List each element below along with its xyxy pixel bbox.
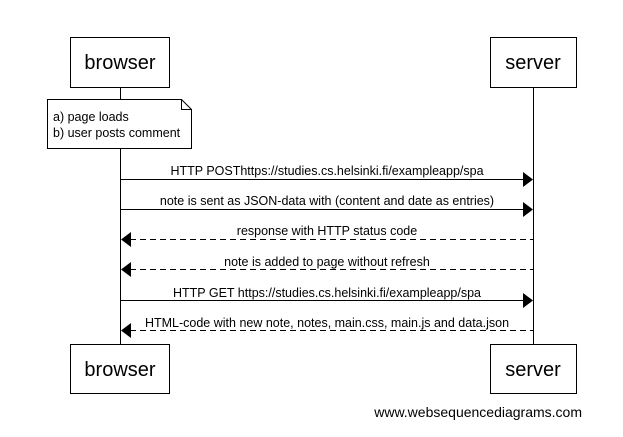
note-line: a) page loads: [53, 110, 129, 124]
message-label: response with HTTP status code: [237, 224, 417, 238]
participant-browser-top: browser: [70, 37, 170, 88]
message-arrow: note is sent as JSON-data with (content …: [120, 194, 533, 217]
message-arrow: response with HTTP status code: [121, 224, 534, 247]
message-label: note is sent as JSON-data with (content …: [160, 194, 494, 208]
message-label: HTTP POSThttps://studies.cs.helsinki.fi/…: [170, 164, 483, 178]
participant-browser-bottom: browser: [70, 344, 170, 394]
footer-credit: www.websequencediagrams.com: [373, 404, 582, 420]
message-arrow: HTML-code with new note, notes, main.css…: [121, 316, 534, 338]
note: a) page loads b) user posts comment: [47, 99, 192, 149]
message-arrow: note is added to page without refresh: [121, 255, 534, 277]
participant-server-bottom: server: [490, 344, 577, 394]
note-line: b) user posts comment: [53, 126, 181, 140]
participant-label: browser: [84, 359, 155, 381]
participant-label: server: [505, 52, 561, 74]
message-arrow: HTTP POSThttps://studies.cs.helsinki.fi/…: [120, 164, 533, 187]
participant-label: server: [505, 359, 561, 381]
message-label: note is added to page without refresh: [224, 255, 430, 269]
message-label: HTTP GET https://studies.cs.helsinki.fi/…: [173, 286, 481, 300]
message-arrow: HTTP GET https://studies.cs.helsinki.fi/…: [120, 286, 533, 308]
participant-server-top: server: [490, 37, 577, 88]
participant-label: browser: [84, 52, 155, 74]
message-label: HTML-code with new note, notes, main.css…: [145, 316, 509, 330]
